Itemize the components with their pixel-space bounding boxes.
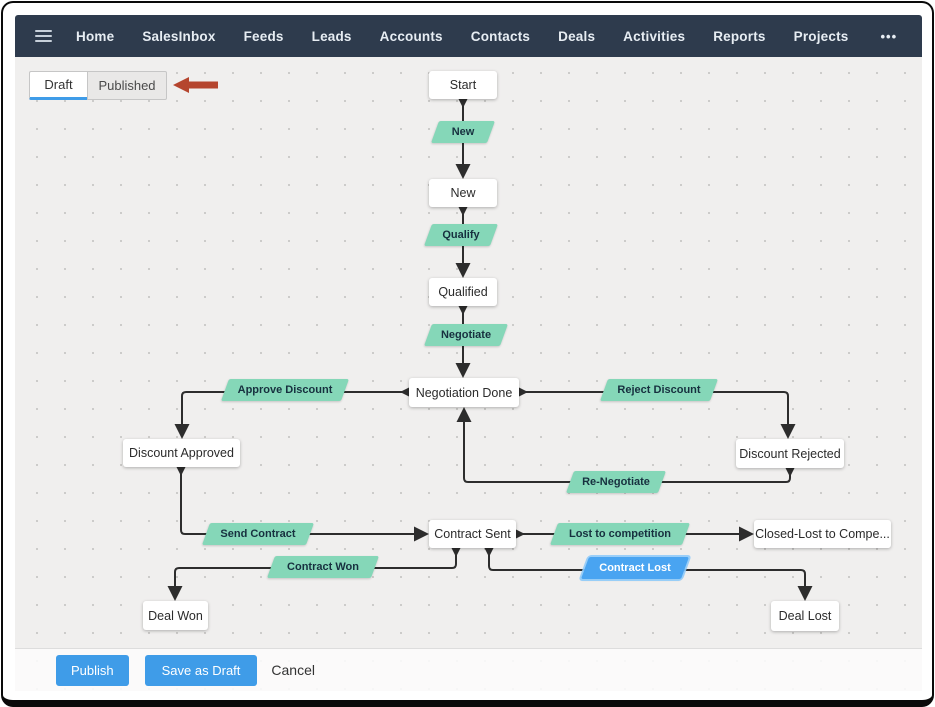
state-contract-sent[interactable]: Contract Sent <box>429 520 516 548</box>
transition-label: Approve Discount <box>237 384 333 396</box>
transition-label: Qualify <box>442 229 480 241</box>
action-bar: Publish Save as Draft Cancel <box>15 648 922 691</box>
state-deal-won[interactable]: Deal Won <box>143 601 208 630</box>
nav-more-icon[interactable]: ••• <box>880 28 898 44</box>
transition-approve-discount[interactable]: Approve Discount <box>220 379 350 401</box>
nav-item-activities[interactable]: Activities <box>623 28 686 44</box>
hamburger-menu-icon[interactable] <box>35 30 52 42</box>
nav-items: Home SalesInbox Feeds Leads Accounts Contacts… <box>76 29 876 44</box>
transition-label: Negotiate <box>440 329 492 341</box>
transition-label: Contract Won <box>287 561 359 573</box>
top-navbar: Home SalesInbox Feeds Leads Accounts Contacts… <box>15 15 922 57</box>
transition-reject-discount[interactable]: Reject Discount <box>599 379 719 401</box>
transition-contract-won[interactable]: Contract Won <box>266 556 380 578</box>
nav-item-leads[interactable]: Leads <box>311 28 352 44</box>
transition-new-t[interactable]: New <box>430 121 496 143</box>
edge-send-contract <box>176 466 429 542</box>
state-qualified[interactable]: Qualified <box>429 278 497 306</box>
cancel-link[interactable]: Cancel <box>271 662 315 678</box>
transition-label: Contract Lost <box>599 562 671 574</box>
transition-label: Lost to competition <box>568 528 672 540</box>
nav-item-accounts[interactable]: Accounts <box>379 28 443 44</box>
edge-reject-discount <box>518 387 796 439</box>
nav-item-reports[interactable]: Reports <box>713 28 766 44</box>
draft-published-tabs: Draft Published <box>29 71 167 100</box>
nav-item-projects[interactable]: Projects <box>793 28 849 44</box>
nav-item-contacts[interactable]: Contacts <box>470 28 531 44</box>
transition-label: Send Contract <box>220 528 296 540</box>
tab-published[interactable]: Published <box>87 71 167 100</box>
flow-edges <box>167 77 813 601</box>
publish-button[interactable]: Publish <box>56 654 129 686</box>
state-new[interactable]: New <box>429 179 497 207</box>
nav-item-salesinbox[interactable]: SalesInbox <box>142 28 216 44</box>
state-discount-rejected[interactable]: Discount Rejected <box>736 439 844 468</box>
state-deal-lost[interactable]: Deal Lost <box>771 601 839 631</box>
transition-re-negotiate[interactable]: Re-Negotiate <box>565 471 667 493</box>
transition-lost-to-competition[interactable]: Lost to competition <box>549 523 691 545</box>
save-as-draft-button[interactable]: Save as Draft <box>144 654 258 686</box>
annotation-arrow <box>173 77 218 93</box>
transition-negotiate[interactable]: Negotiate <box>423 324 509 346</box>
transition-label: Reject Discount <box>617 384 701 396</box>
state-discount-approved[interactable]: Discount Approved <box>123 439 240 467</box>
edge-approve-discount <box>174 387 410 439</box>
transition-send-contract[interactable]: Send Contract <box>201 523 315 545</box>
nav-item-home[interactable]: Home <box>76 28 115 44</box>
nav-item-deals[interactable]: Deals <box>558 28 596 44</box>
nav-item-feeds[interactable]: Feeds <box>243 28 284 44</box>
state-start[interactable]: Start <box>429 71 497 99</box>
state-negotiation-done[interactable]: Negotiation Done <box>409 378 519 407</box>
tab-draft[interactable]: Draft <box>29 71 87 100</box>
transition-label: Re-Negotiate <box>582 476 650 488</box>
transition-label: New <box>451 126 475 138</box>
blueprint-canvas: Draft Published <box>15 57 922 691</box>
transition-qualify[interactable]: Qualify <box>423 224 499 246</box>
state-closed-lost[interactable]: Closed-Lost to Compe... <box>754 520 891 548</box>
transition-contract-lost[interactable]: Contract Lost <box>580 557 690 579</box>
